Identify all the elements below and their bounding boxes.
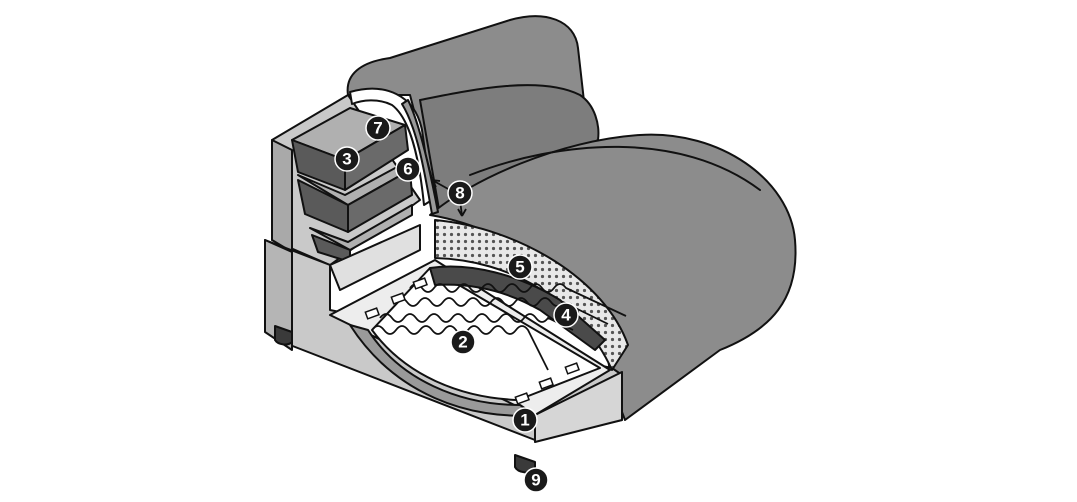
callout-4: 4 (553, 302, 579, 328)
foam-seat-slab (429, 265, 606, 351)
callout-3: 3 (334, 146, 360, 172)
svg-text:9: 9 (531, 471, 540, 490)
svg-text:5: 5 (515, 258, 524, 277)
spring-clips (364, 277, 580, 405)
svg-text:3: 3 (342, 150, 351, 169)
legs (274, 325, 536, 474)
svg-text:8: 8 (455, 184, 464, 203)
callout-6: 6 (395, 156, 421, 182)
callout-7: 7 (365, 115, 391, 141)
svg-text:4: 4 (561, 306, 571, 325)
svg-text:1: 1 (520, 411, 529, 430)
arm-foam-block-middle (297, 159, 413, 233)
svg-text:6: 6 (403, 160, 412, 179)
callout-8: 8 (447, 180, 473, 206)
batting-layer (434, 219, 629, 371)
svg-text:2: 2 (458, 333, 467, 352)
sinuous-springs (371, 283, 627, 371)
callout-1: 1 (512, 407, 538, 433)
svg-text:7: 7 (373, 119, 382, 138)
callout-5: 5 (507, 254, 533, 280)
callout-9: 9 (523, 467, 549, 493)
callout-2: 2 (450, 329, 476, 355)
